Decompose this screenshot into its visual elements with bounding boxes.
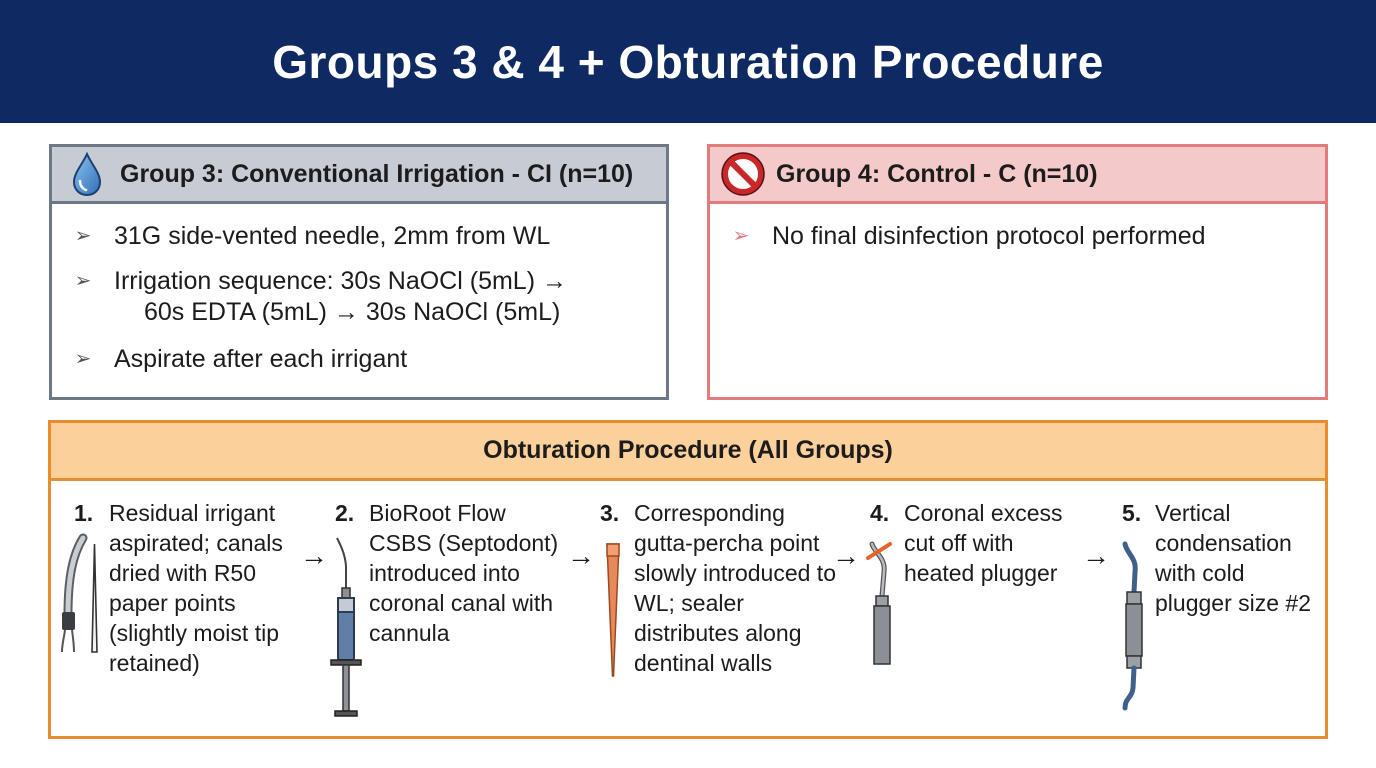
step-text: Coronal excess cut off with heated plugg…: [904, 500, 1063, 586]
step-number: 2.: [335, 500, 355, 526]
flow-arrow-icon: →: [300, 540, 328, 571]
obturation-header: Obturation Procedure (All Groups): [51, 423, 1325, 481]
group4-panel: Group 4: Control - C (n=10) ➢ No final d…: [707, 144, 1328, 400]
bullet-text: No final disinfection protocol performed: [772, 222, 1206, 250]
arrow-bullet-icon: ➢: [74, 348, 92, 370]
bullet-text: Irrigation sequence: 30s NaOCl (5mL) → 6…: [114, 266, 656, 328]
arrow-bullet-icon: ➢: [74, 270, 92, 292]
step-text: Residual irrigant aspirated; canals drie…: [109, 500, 283, 676]
group3-panel: Group 3: Conventional Irrigation - CI (n…: [49, 144, 669, 400]
arrow-bullet-icon: ➢: [732, 225, 750, 247]
step-text: Corresponding gutta-percha point slowly …: [634, 500, 836, 676]
step-text: BioRoot Flow CSBS (Septodont) introduced…: [369, 500, 559, 646]
obturation-panel: Obturation Procedure (All Groups): [48, 420, 1328, 739]
step-number: 1.: [74, 500, 94, 526]
syringe-icon: [330, 537, 362, 717]
list-item: ➢ Irrigation sequence: 30s NaOCl (5mL) →…: [52, 266, 656, 328]
obturation-title: Obturation Procedure (All Groups): [483, 436, 893, 464]
list-item: ➢ 31G side-vented needle, 2mm from WL: [52, 221, 656, 252]
bullet-text: 31G side-vented needle, 2mm from WL: [114, 222, 551, 250]
flow-arrow-icon: →: [567, 540, 595, 571]
water-drop-icon: [64, 151, 110, 197]
heated-plugger-icon: [866, 541, 892, 665]
gutta-percha-point-icon: [606, 543, 620, 677]
page-title: Groups 3 & 4 + Obturation Procedure: [272, 35, 1104, 88]
list-item: ➢ No final disinfection protocol perform…: [710, 221, 1315, 252]
group3-title: Group 3: Conventional Irrigation - CI (n…: [120, 159, 634, 188]
bullet-text: Aspirate after each irrigant: [114, 345, 408, 373]
suction-tip-and-paper-point-icon: [61, 533, 98, 653]
group3-header: Group 3: Conventional Irrigation - CI (n…: [52, 147, 666, 204]
arrow-bullet-icon: ➢: [74, 225, 92, 247]
bullet-text-line1: Irrigation sequence: 30s NaOCl (5mL) →: [114, 267, 567, 295]
step-text: Vertical condensation with cold plugger …: [1155, 500, 1311, 616]
cold-plugger-icon: [1122, 541, 1143, 711]
flow-arrow-icon: →: [832, 540, 860, 571]
group4-title: Group 4: Control - C (n=10): [776, 159, 1098, 188]
bullet-text-line2: 60s EDTA (5mL) → 30s NaOCl (5mL): [144, 298, 561, 326]
group4-header: Group 4: Control - C (n=10): [710, 147, 1325, 204]
title-bar: Groups 3 & 4 + Obturation Procedure: [0, 0, 1376, 123]
flow-arrow-icon: →: [1082, 540, 1110, 571]
step-number: 3.: [600, 500, 620, 526]
step-number: 4.: [870, 500, 890, 526]
list-item: ➢ Aspirate after each irrigant: [52, 344, 656, 375]
step-number: 5.: [1122, 500, 1142, 526]
no-symbol-icon: [720, 151, 766, 197]
